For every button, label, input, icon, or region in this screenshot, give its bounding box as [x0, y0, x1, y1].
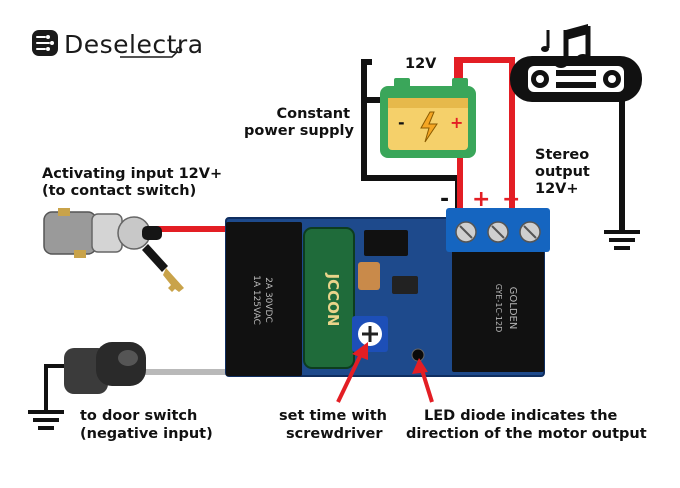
battery-voltage-label: 12V: [405, 56, 437, 72]
arrow-to-potentiometer-icon: [336, 342, 368, 403]
svg-text:JCCON: JCCON: [324, 273, 342, 327]
battery-minus-sign: -: [398, 113, 405, 132]
constant-power-label: Constant: [260, 106, 350, 123]
led-line2: direction of the motor output: [406, 426, 647, 442]
lightning-bolt-icon: [420, 111, 438, 143]
stereo-radio-icon: [510, 24, 642, 102]
timer-relay-board: 1A 125VAC 2A 30VDC JCCON GOLDEN GYE-1C-1…: [225, 208, 550, 377]
wires: [44, 57, 625, 412]
music-note-icon: [541, 24, 591, 68]
terminal-minus-sign: -: [440, 187, 449, 212]
door-switch-line1: to door switch: [80, 408, 198, 424]
stereo-line3: 12V+: [535, 181, 579, 197]
set-time-line2: screwdriver: [286, 426, 383, 442]
brand-name: Deselectra: [64, 30, 204, 59]
stereo-line2: output: [535, 164, 590, 180]
constant-power-line1: Constant: [276, 106, 350, 122]
set-time-line1: set time with: [279, 408, 387, 424]
arrow-to-led-icon: [412, 358, 434, 403]
deselectra-logo-icon: [32, 30, 183, 58]
terminal-plus-sign-2: +: [502, 187, 520, 212]
svg-text:2A 30VDC: 2A 30VDC: [263, 277, 273, 323]
constant-power-line2: power supply: [244, 123, 354, 139]
svg-text:GYE-1C-12D: GYE-1C-12D: [494, 284, 503, 333]
ground-symbol-icon: [28, 410, 64, 430]
ground-symbol-icon: [604, 230, 640, 250]
ignition-key-switch-icon: [43, 208, 184, 292]
battery-icon: [380, 78, 476, 158]
door-ground-wire: [44, 364, 72, 412]
battery-black-wire: [361, 59, 388, 103]
door-switch-line2: (negative input): [80, 426, 213, 442]
key-icon: [142, 244, 168, 272]
activating-input-line1: Activating input 12V+: [42, 166, 223, 182]
svg-text:GOLDEN: GOLDEN: [507, 287, 518, 330]
battery-plus-sign: +: [450, 113, 463, 132]
terminal-plus-sign-1: +: [472, 187, 490, 212]
door-switch-icon: [64, 342, 146, 394]
stereo-line1: Stereo: [535, 147, 590, 163]
activating-input-line2: (to contact switch): [42, 183, 197, 199]
led-line1: LED diode indicates the: [424, 408, 618, 424]
svg-text:1A 125VAC: 1A 125VAC: [251, 275, 261, 325]
